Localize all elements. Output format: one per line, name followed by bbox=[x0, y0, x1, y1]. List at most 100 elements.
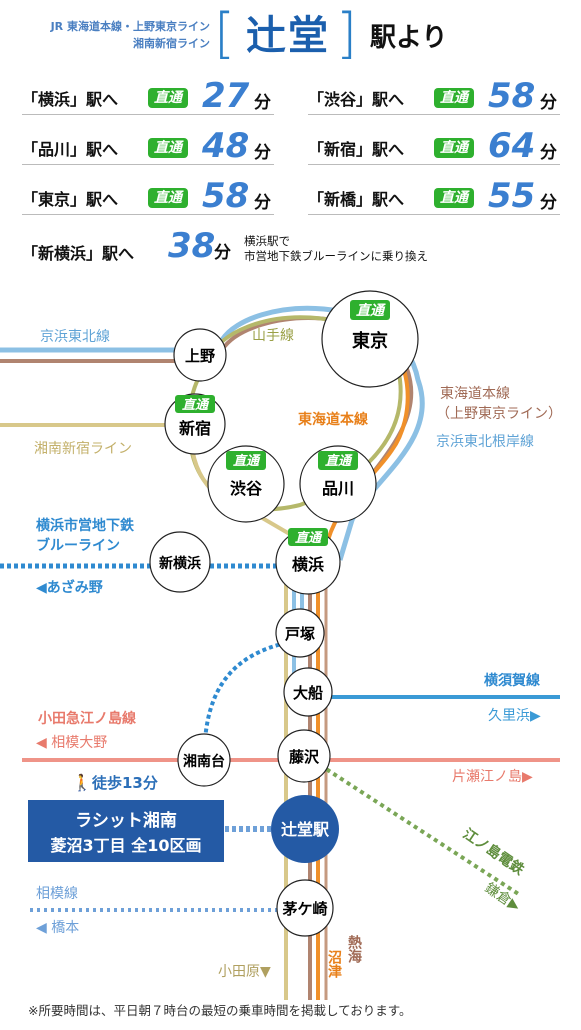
time-row-shimbashi: 「新橋」駅へ 直通 55 分 bbox=[308, 176, 560, 216]
minutes-unit: 分 bbox=[540, 143, 557, 163]
station-tsujido: 辻堂駅 bbox=[271, 795, 339, 863]
direct-badge: 直通 bbox=[148, 138, 188, 158]
transfer-note: 横浜駅で 市営地下鉄ブルーラインに乗り換え bbox=[244, 234, 428, 264]
direct-badge: 直通 bbox=[182, 397, 210, 413]
title-bracket-left: [ bbox=[214, 2, 236, 65]
station-label: 戸塚 bbox=[285, 625, 315, 643]
label-keihin-negishi: 京浜東北根岸線 bbox=[436, 434, 534, 450]
footnote: ※所要時間は、平日朝７時台の最短の乗車時間を掲載しております。 bbox=[28, 1003, 412, 1018]
label-sagami-ono: ◀ 相模大野 bbox=[36, 735, 107, 751]
minutes-value: 58 bbox=[202, 176, 250, 216]
walk-time: 徒歩13分 bbox=[91, 774, 158, 792]
station-shonandai: 湘南台 bbox=[177, 733, 231, 787]
property-details: 菱沼3丁目 全10区画 bbox=[51, 836, 202, 855]
minutes-value: 48 bbox=[202, 126, 250, 166]
station-yokohama: 直通 横浜 bbox=[275, 528, 341, 595]
station-label: 上野 bbox=[185, 347, 215, 365]
destination-label: 「品川」駅へ bbox=[22, 140, 119, 159]
minutes-unit: 分 bbox=[254, 93, 271, 113]
station-fujisawa: 藤沢 bbox=[277, 729, 331, 783]
title-bracket-right: ] bbox=[336, 2, 358, 65]
station-shinagawa: 直通 品川 bbox=[299, 445, 377, 523]
station-shinjuku: 直通 新宿 bbox=[164, 393, 226, 455]
title-suffix: 駅より bbox=[370, 23, 448, 53]
station-ofuna: 大船 bbox=[283, 667, 333, 717]
header-line-2: 湘南新宿ライン bbox=[133, 37, 210, 50]
minutes-value: 38 bbox=[168, 226, 216, 266]
property-box: ラシット湘南 菱沼3丁目 全10区画 bbox=[28, 800, 224, 862]
label-azamino: ◀あざみ野 bbox=[36, 579, 103, 596]
minutes-value: 58 bbox=[488, 76, 536, 116]
label-tokaido-ueno-2: （上野東京ライン） bbox=[436, 406, 562, 422]
destination-label: 「新横浜」駅へ bbox=[22, 244, 135, 263]
label-kurihama: 久里浜▶ bbox=[488, 708, 541, 724]
direct-badge: 直通 bbox=[148, 188, 188, 208]
minutes-unit: 分 bbox=[540, 193, 557, 213]
walk-icon: 🚶 bbox=[72, 773, 92, 792]
direct-badge: 直通 bbox=[325, 453, 353, 469]
time-row-yokohama: 「横浜」駅へ 直通 27 分 bbox=[22, 76, 274, 116]
direct-badge: 直通 bbox=[356, 302, 386, 319]
label-yokosuka: 横須賀線 bbox=[484, 672, 540, 689]
minutes-value: 64 bbox=[488, 126, 536, 166]
station-shin-yokohama: 新横浜 bbox=[149, 531, 211, 593]
destination-label: 「新橋」駅へ bbox=[308, 190, 405, 209]
direct-badge: 直通 bbox=[434, 188, 474, 208]
station-shibuya: 直通 渋谷 bbox=[207, 445, 285, 523]
station-chigasaki: 茅ケ崎 bbox=[276, 879, 334, 937]
label-hashimoto: ◀ 橋本 bbox=[36, 920, 79, 936]
label-sotetsu: 相模線 bbox=[36, 886, 78, 902]
minutes-unit: 分 bbox=[254, 193, 271, 213]
direct-badge: 直通 bbox=[233, 453, 261, 469]
direct-badge: 直通 bbox=[295, 530, 323, 546]
station-title: 辻堂 bbox=[246, 13, 330, 59]
minutes-unit: 分 bbox=[254, 143, 271, 163]
time-row-tokyo: 「東京」駅へ 直通 58 分 bbox=[22, 176, 274, 216]
time-row-shinagawa: 「品川」駅へ 直通 48 分 bbox=[22, 126, 274, 166]
label-atami: 熱海 bbox=[346, 934, 362, 964]
time-row-shibuya: 「渋谷」駅へ 直通 58 分 bbox=[308, 76, 560, 116]
station-label: 湘南台 bbox=[183, 753, 225, 770]
label-shonan-shinjuku: 湘南新宿ライン bbox=[34, 440, 132, 457]
label-numazu: 沼津 bbox=[326, 950, 342, 979]
minutes-unit: 分 bbox=[540, 93, 557, 113]
station-totsuka: 戸塚 bbox=[275, 608, 325, 658]
direct-badge: 直通 bbox=[148, 88, 188, 108]
transfer-note-line-2: 市営地下鉄ブルーラインに乗り換え bbox=[244, 249, 428, 263]
header-line-1: JR 東海道本線・上野東京ライン bbox=[50, 20, 210, 33]
destination-label: 「新宿」駅へ bbox=[308, 140, 405, 159]
station-label: 横浜 bbox=[292, 555, 324, 574]
route-map: 直通 東京 上野 直通 新宿 直通 渋谷 直通 品川 新横浜 直通 横浜 戸塚 bbox=[0, 290, 562, 1000]
station-label: 藤沢 bbox=[289, 748, 320, 766]
header-line-names: JR 東海道本線・上野東京ライン 湘南新宿ライン bbox=[0, 18, 210, 52]
station-label: 品川 bbox=[322, 479, 354, 498]
minutes-value: 55 bbox=[488, 176, 536, 216]
label-enoden: 江ノ島電鉄 bbox=[460, 825, 528, 879]
label-katase: 片瀬江ノ島▶ bbox=[452, 769, 533, 785]
minutes-unit: 分 bbox=[214, 243, 231, 263]
time-row-shinjuku: 「新宿」駅へ 直通 64 分 bbox=[308, 126, 560, 166]
station-label: 辻堂駅 bbox=[281, 820, 330, 839]
property-name: ラシット湘南 bbox=[75, 810, 177, 831]
station-label: 新宿 bbox=[179, 419, 211, 438]
direct-badge: 直通 bbox=[434, 88, 474, 108]
label-tokaido: 東海道本線 bbox=[298, 411, 368, 428]
station-label: 茅ケ崎 bbox=[282, 900, 327, 918]
transfer-note-line-1: 横浜駅で bbox=[244, 234, 290, 248]
minutes-value: 27 bbox=[202, 76, 250, 116]
label-odawara: 小田原▼ bbox=[218, 964, 271, 980]
label-blue-line-1: 横浜市営地下鉄 bbox=[36, 517, 135, 534]
station-label: 東京 bbox=[352, 330, 388, 352]
destination-label: 「横浜」駅へ bbox=[22, 90, 119, 109]
destination-label: 「東京」駅へ bbox=[22, 190, 119, 209]
label-odakyu: 小田急江ノ島線 bbox=[38, 710, 136, 727]
station-label: 渋谷 bbox=[230, 479, 263, 498]
station-ueno: 上野 bbox=[173, 328, 227, 382]
direct-badge: 直通 bbox=[434, 138, 474, 158]
label-yamanote: 山手線 bbox=[252, 328, 294, 344]
keihin-tohoku-ring-line bbox=[219, 305, 425, 561]
station-label: 大船 bbox=[293, 684, 323, 702]
label-blue-line-2: ブルーライン bbox=[36, 537, 120, 554]
label-tokaido-ueno-1: 東海道本線 bbox=[440, 386, 510, 402]
station-label: 新横浜 bbox=[159, 555, 201, 572]
